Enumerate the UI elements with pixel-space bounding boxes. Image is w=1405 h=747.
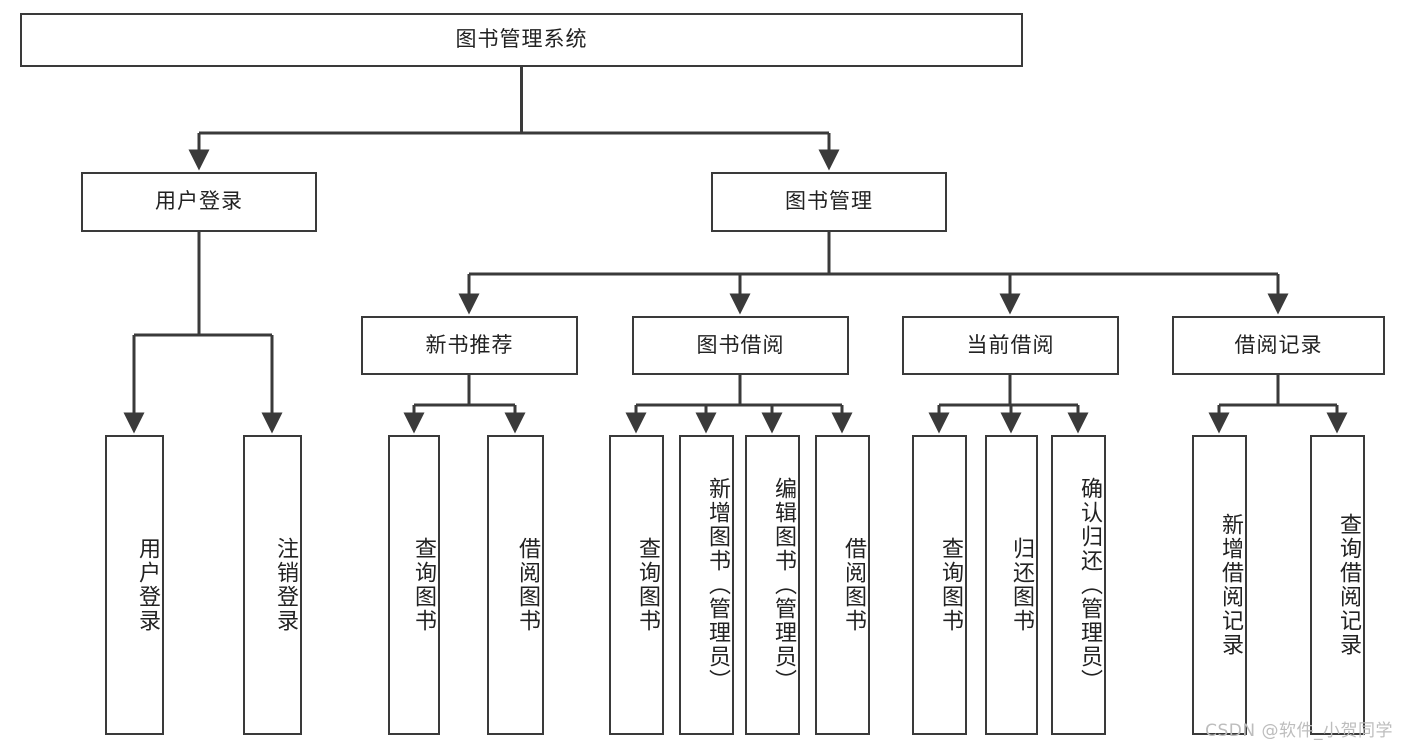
node-borrow-record-label: 借阅记录 <box>1234 332 1323 357</box>
node-book-manage[interactable]: 图书管理 <box>711 172 947 232</box>
node-leaf-logout-label: 注销登录 <box>273 537 298 633</box>
node-leaf-confirm-return[interactable]: 确认归还（管理员） <box>1051 435 1106 735</box>
node-leaf-query-book-1[interactable]: 查询图书 <box>388 435 440 735</box>
node-leaf-user-login[interactable]: 用户登录 <box>105 435 164 735</box>
node-root-label: 图书管理系统 <box>455 27 588 52</box>
node-leaf-borrow-book-1[interactable]: 借阅图书 <box>487 435 544 735</box>
node-leaf-query-record[interactable]: 查询借阅记录 <box>1310 435 1365 735</box>
node-borrow-record[interactable]: 借阅记录 <box>1172 316 1385 375</box>
node-root[interactable]: 图书管理系统 <box>20 13 1023 67</box>
node-user-login-label: 用户登录 <box>155 189 243 214</box>
node-leaf-query-book-3[interactable]: 查询图书 <box>912 435 967 735</box>
node-leaf-borrow-book-1-label: 借阅图书 <box>515 537 540 633</box>
node-leaf-query-book-2[interactable]: 查询图书 <box>609 435 664 735</box>
node-leaf-query-book-2-label: 查询图书 <box>635 537 660 633</box>
csdn-watermark: CSDN @软件_小贺同学 <box>1205 721 1393 741</box>
node-leaf-confirm-return-label: 确认归还（管理员） <box>1077 477 1102 693</box>
node-leaf-borrow-book-2[interactable]: 借阅图书 <box>815 435 870 735</box>
node-current-borrow-label: 当前借阅 <box>966 332 1055 357</box>
node-leaf-add-record[interactable]: 新增借阅记录 <box>1192 435 1247 735</box>
node-leaf-query-book-3-label: 查询图书 <box>938 537 963 633</box>
node-new-book-recommend-label: 新书推荐 <box>425 332 514 357</box>
node-leaf-return-book-label: 归还图书 <box>1009 537 1034 633</box>
node-leaf-borrow-book-2-label: 借阅图书 <box>841 537 866 633</box>
node-book-manage-label: 图书管理 <box>785 189 873 214</box>
node-user-login[interactable]: 用户登录 <box>81 172 317 232</box>
node-leaf-query-record-label: 查询借阅记录 <box>1336 513 1361 657</box>
node-leaf-add-book[interactable]: 新增图书（管理员） <box>679 435 734 735</box>
node-leaf-add-record-label: 新增借阅记录 <box>1218 513 1243 657</box>
node-leaf-user-login-label: 用户登录 <box>135 537 160 633</box>
node-leaf-add-book-label: 新增图书（管理员） <box>705 477 730 693</box>
node-leaf-query-book-1-label: 查询图书 <box>411 537 436 633</box>
node-leaf-edit-book[interactable]: 编辑图书（管理员） <box>745 435 800 735</box>
node-leaf-logout[interactable]: 注销登录 <box>243 435 302 735</box>
node-new-book-recommend[interactable]: 新书推荐 <box>361 316 578 375</box>
node-leaf-return-book[interactable]: 归还图书 <box>985 435 1038 735</box>
node-leaf-edit-book-label: 编辑图书（管理员） <box>771 477 796 693</box>
node-book-borrow-label: 图书借阅 <box>696 332 785 357</box>
node-book-borrow[interactable]: 图书借阅 <box>632 316 849 375</box>
node-current-borrow[interactable]: 当前借阅 <box>902 316 1119 375</box>
